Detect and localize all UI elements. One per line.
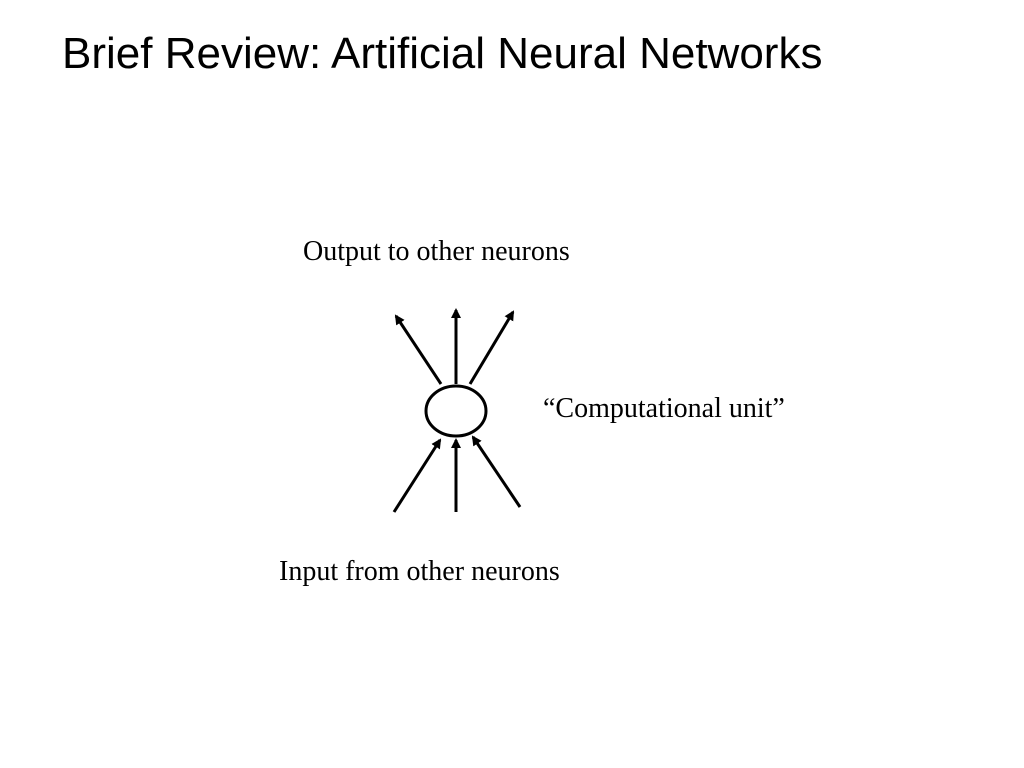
input-arrow-right	[471, 435, 522, 508]
input-arrow-left	[392, 438, 442, 513]
output-arrow-left	[394, 314, 443, 385]
slide-title: Brief Review: Artificial Neural Networks	[62, 29, 823, 78]
output-label: Output to other neurons	[303, 236, 570, 267]
computational-unit-label: “Computational unit”	[543, 393, 785, 424]
neuron-node	[424, 384, 488, 438]
output-arrow-right	[468, 310, 515, 385]
input-label: Input from other neurons	[279, 556, 560, 587]
